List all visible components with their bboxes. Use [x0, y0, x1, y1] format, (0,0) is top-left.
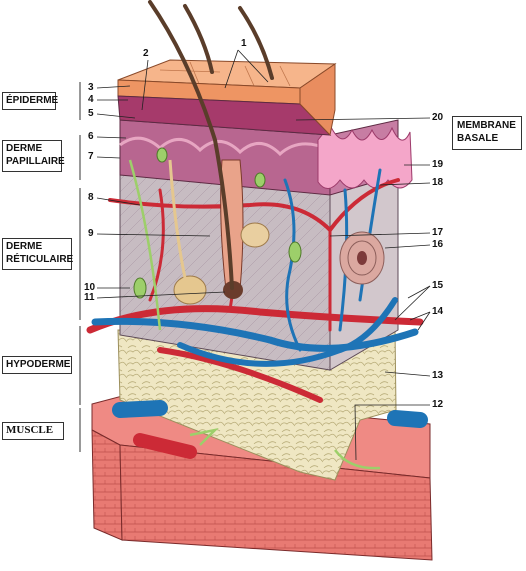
- label-muscle-text: MUSCLE: [6, 424, 54, 436]
- callout-18: 18: [432, 177, 444, 188]
- callout-16: 16: [432, 239, 444, 250]
- label-derme-reticulaire-line1: DERME: [6, 241, 43, 252]
- leader-lines: [96, 49, 431, 461]
- callout-4: 4: [88, 94, 94, 105]
- callout-3: 3: [88, 82, 94, 93]
- callout-8: 8: [88, 192, 94, 203]
- callout-15: 15: [432, 280, 444, 291]
- sweat-gland: [168, 159, 207, 305]
- pacinian-corpuscle: [339, 231, 385, 285]
- callout-10: 10: [84, 282, 96, 293]
- label-epiderme: ÉPIDERME: [2, 92, 59, 110]
- callout-17: 17: [432, 227, 444, 238]
- hair-shafts: [148, 0, 274, 290]
- label-membrane-basale: MEMBRANE BASALE: [452, 116, 522, 150]
- nerve-fibers: [128, 159, 381, 470]
- callout-14: 14: [432, 306, 444, 317]
- callout-2: 2: [143, 48, 149, 59]
- callout-13: 13: [432, 370, 444, 381]
- callout-6: 6: [88, 131, 94, 142]
- callout-5: 5: [88, 108, 94, 119]
- hair-follicle: [220, 159, 270, 299]
- callout-11: 11: [84, 292, 95, 303]
- label-derme-reticulaire: DERME RÉTICULAIRE: [2, 238, 74, 270]
- callout-9: 9: [88, 228, 94, 239]
- label-derme-papillaire-line2: PAPILLAIRE: [6, 156, 65, 167]
- meissner-corpuscles: [133, 147, 302, 299]
- epidermis-layer: [117, 59, 337, 137]
- label-muscle: MUSCLE: [2, 422, 64, 440]
- callout-1: 1: [241, 38, 247, 49]
- label-derme-papillaire-line1: DERME: [6, 143, 43, 154]
- membrane-basale-line2: BASALE: [457, 133, 499, 144]
- callout-12: 12: [432, 399, 444, 410]
- label-hypoderme: HYPODERME: [2, 356, 72, 374]
- label-hypoderme-text: HYPODERME: [6, 359, 71, 370]
- callout-19: 19: [432, 159, 444, 170]
- vein-network: [91, 168, 428, 428]
- basement-membrane-papillae: [317, 124, 413, 189]
- label-derme-papillaire: DERME PAPILLAIRE: [2, 140, 65, 172]
- callout-20: 20: [432, 112, 444, 123]
- label-derme-reticulaire-line2: RÉTICULAIRE: [6, 254, 74, 265]
- callout-7: 7: [88, 151, 94, 162]
- membrane-basale-line1: MEMBRANE: [457, 120, 516, 131]
- label-epiderme-text: ÉPIDERME: [6, 95, 59, 106]
